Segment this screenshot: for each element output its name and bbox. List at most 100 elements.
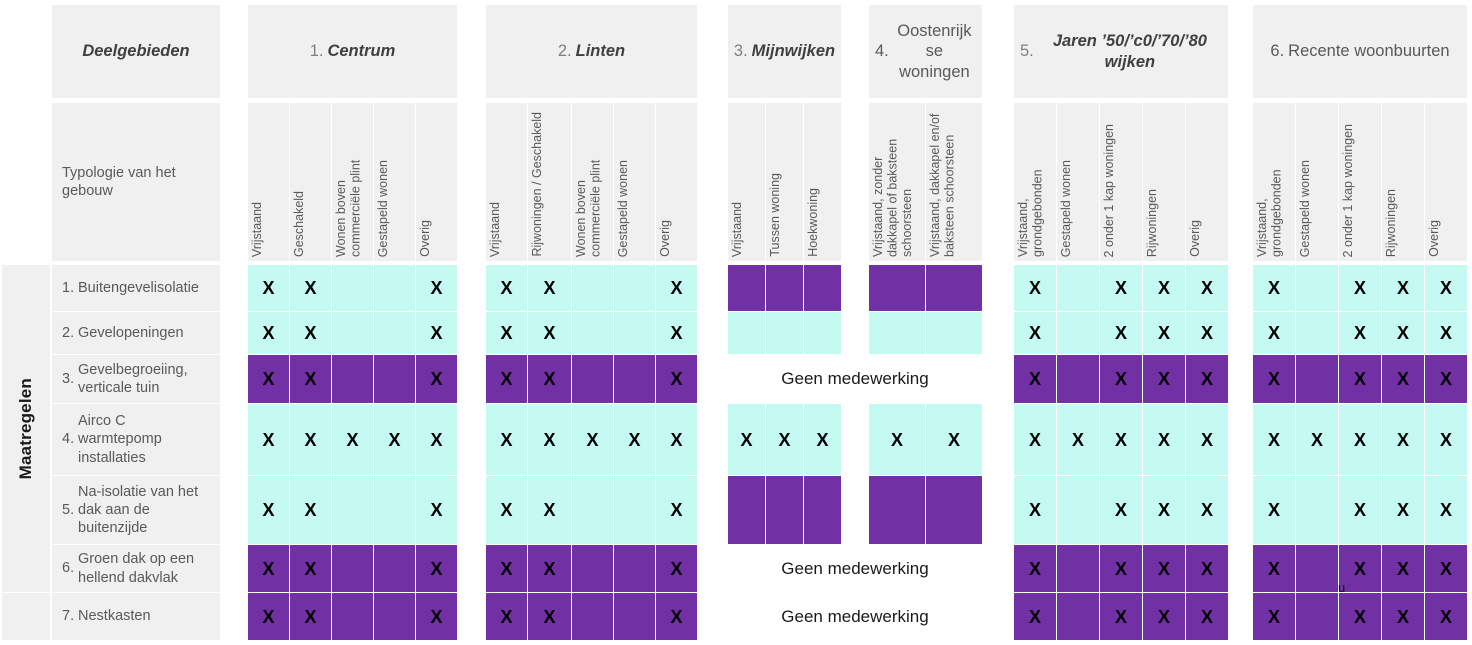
matrix-cell: X: [416, 265, 457, 311]
matrix-cell: X: [416, 404, 457, 475]
matrix-cell: X: [656, 593, 697, 640]
row-label-2: Gevelopeningen: [78, 324, 184, 341]
matrix-cell: X: [1100, 545, 1142, 592]
matrix-cell: [572, 476, 613, 544]
column-header-1-4: Gestapeld wonen: [374, 103, 415, 261]
matrix-cell: [869, 476, 925, 544]
matrix-cell: X: [1186, 404, 1228, 475]
matrix-cell: X: [1253, 404, 1295, 475]
matrix-cell: X: [1425, 476, 1467, 544]
column-header-label: Geschakeld: [292, 190, 306, 257]
matrix-cell: X: [1100, 404, 1142, 475]
matrix-cell: [614, 545, 655, 592]
matrix-cell: X: [528, 593, 571, 640]
matrix-cell: [1057, 355, 1099, 403]
matrix-cell: X: [1186, 545, 1228, 592]
column-header-label: Rijwoningen: [1145, 188, 1159, 257]
matrix-cell: [374, 355, 415, 403]
matrix-cell: X: [290, 476, 331, 544]
matrix-cell: X: [1382, 476, 1424, 544]
matrix-cell: X: [614, 404, 655, 475]
matrix-cell: [374, 545, 415, 592]
row-label-3: Gevelbegroeiing, verticale tuin: [78, 361, 188, 396]
matrix-cell: [332, 312, 373, 354]
matrix-cell: X: [1339, 593, 1381, 640]
matrix-cell: X: [1143, 312, 1185, 354]
matrix-cell: X: [248, 545, 289, 592]
column-header-5-5: Overig: [1186, 103, 1228, 261]
matrix-cell: [926, 476, 982, 544]
matrix-cell: X: [1014, 593, 1056, 640]
matrix-cell: X: [656, 312, 697, 354]
column-header-label: Gestapeld wonen: [616, 159, 630, 257]
section-number-3: 3.: [733, 42, 748, 61]
column-header-label: Vrijstaand: [488, 201, 502, 257]
matrix-cell: [1296, 593, 1338, 640]
column-header-label: Rijwoningen / Geschakeld: [530, 112, 544, 257]
matrix-cell: X: [1382, 545, 1424, 592]
matrix-cell: X: [1014, 355, 1056, 403]
section-header-2: 2.Linten: [486, 5, 697, 98]
column-header-1-3: Wonen boven commerciële plint: [332, 103, 373, 261]
matrix-cell: X: [486, 312, 527, 354]
matrix-cell: X: [869, 404, 925, 475]
column-header-6-5: Overig: [1425, 103, 1467, 261]
matrix-cell: [766, 312, 803, 354]
row-label-4: Airco C warmtepomp installaties: [78, 413, 162, 466]
row-header-1: 1. Buitengevelisolatie: [52, 265, 220, 311]
matrix-cell: X: [1143, 593, 1185, 640]
column-header-label: Wonen boven commerciële plint: [574, 159, 603, 257]
matrix-cell: X: [486, 265, 527, 311]
column-header-label: Vrijstaand: [250, 201, 264, 257]
matrix-cell: X: [1186, 476, 1228, 544]
column-header-label: Tussen woning: [768, 173, 782, 257]
matrix-cell: [332, 593, 373, 640]
column-header-label: 2 onder 1 kap woningen: [1341, 123, 1355, 257]
column-header-5-3: 2 onder 1 kap woningen: [1100, 103, 1142, 261]
column-header-1-1: Vrijstaand: [248, 103, 289, 261]
row-label-5: Na-isolatie van het dak aan de buitenzij…: [78, 483, 199, 537]
matrix-cell: X: [416, 312, 457, 354]
matrix-cell: X: [1425, 404, 1467, 475]
row-header-5: 5. Na-isolatie van het dak aan de buiten…: [52, 476, 220, 544]
matrix-cell: X: [656, 545, 697, 592]
column-header-label: Rijwoningen: [1384, 188, 1398, 257]
section-number-5: 5.: [1020, 42, 1034, 61]
matrix-cell: X: [656, 355, 697, 403]
column-header-2-3: Wonen boven commerciële plint: [572, 103, 613, 261]
column-header-5-1: Vrijstaand, grondgebonden: [1014, 103, 1056, 261]
row-number-4: 4.: [62, 431, 75, 448]
matrix-cell: X: [728, 404, 765, 475]
matrix-cell: X: [416, 593, 457, 640]
matrix-cell: X: [1339, 265, 1381, 311]
matrix-cell: [374, 265, 415, 311]
column-header-3-3: Hoekwoning: [804, 103, 841, 261]
matrix-cell: X: [248, 404, 289, 475]
matrix-cell: [572, 593, 613, 640]
matrix-cell: [1296, 355, 1338, 403]
row-header-6: 6. Groen dak op een hellend dakvlak: [52, 545, 220, 592]
matrix-cell: [1296, 265, 1338, 311]
matrix-cell: X: [1143, 545, 1185, 592]
matrix-cell: X: [486, 545, 527, 592]
matrix-cell: [1296, 312, 1338, 354]
matrix-cell: [332, 545, 373, 592]
matrix-cell: [572, 545, 613, 592]
matrix-cell: X: [1339, 545, 1381, 592]
matrix-cell: X: [248, 355, 289, 403]
matrix-cell: X: [656, 404, 697, 475]
matrix-cell: X: [486, 355, 527, 403]
matrix-cell: X: [1186, 312, 1228, 354]
matrix-cell: [1057, 312, 1099, 354]
matrix-cell: X: [528, 355, 571, 403]
matrix-cell: X: [1143, 476, 1185, 544]
column-header-label: Hoekwoning: [806, 188, 820, 257]
matrix-cell: X: [486, 476, 527, 544]
matrix-cell: X: [656, 476, 697, 544]
matrix-cell: [804, 265, 841, 311]
section-name-1: Centrum: [327, 42, 396, 61]
matrix-cell: [926, 265, 982, 311]
matrix-cell: X: [528, 545, 571, 592]
matrix-cell: X: [1253, 593, 1295, 640]
